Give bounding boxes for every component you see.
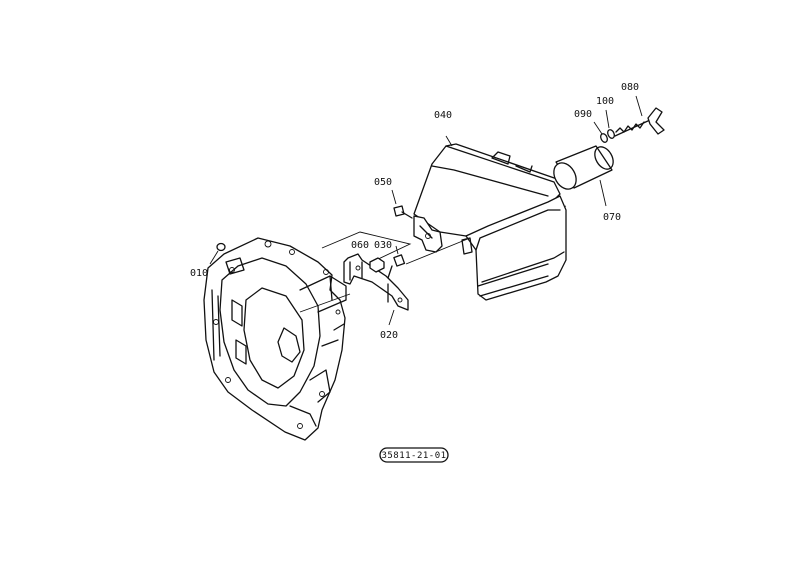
callout-060: 060 [351, 240, 369, 251]
part-080-spring-rod [614, 95, 665, 137]
part-070-tube [553, 145, 614, 207]
callout-090: 090 [574, 109, 592, 120]
part-030-bolt [387, 245, 406, 279]
callout-labels: 010 020 030 040 050 060 070 080 090 100 [190, 82, 639, 341]
part-040-cover [413, 135, 567, 301]
clutch-housing [203, 237, 347, 441]
callout-070: 070 [603, 212, 621, 223]
callout-100: 100 [596, 96, 614, 107]
callout-040: 040 [434, 110, 452, 121]
callout-020: 020 [380, 330, 398, 341]
reference-code-badge: 35811-21-01 [379, 447, 449, 463]
part-100-washer [605, 109, 615, 139]
part-060-nut [369, 257, 385, 273]
callout-080: 080 [621, 82, 639, 93]
part-050-bolt [391, 189, 413, 219]
part-090-washer [593, 121, 608, 143]
callout-050: 050 [374, 177, 392, 188]
callout-010: 010 [190, 268, 208, 279]
reference-code: 35811-21-01 [381, 451, 446, 461]
part-010-pin [209, 242, 226, 265]
callout-030: 030 [374, 240, 392, 251]
